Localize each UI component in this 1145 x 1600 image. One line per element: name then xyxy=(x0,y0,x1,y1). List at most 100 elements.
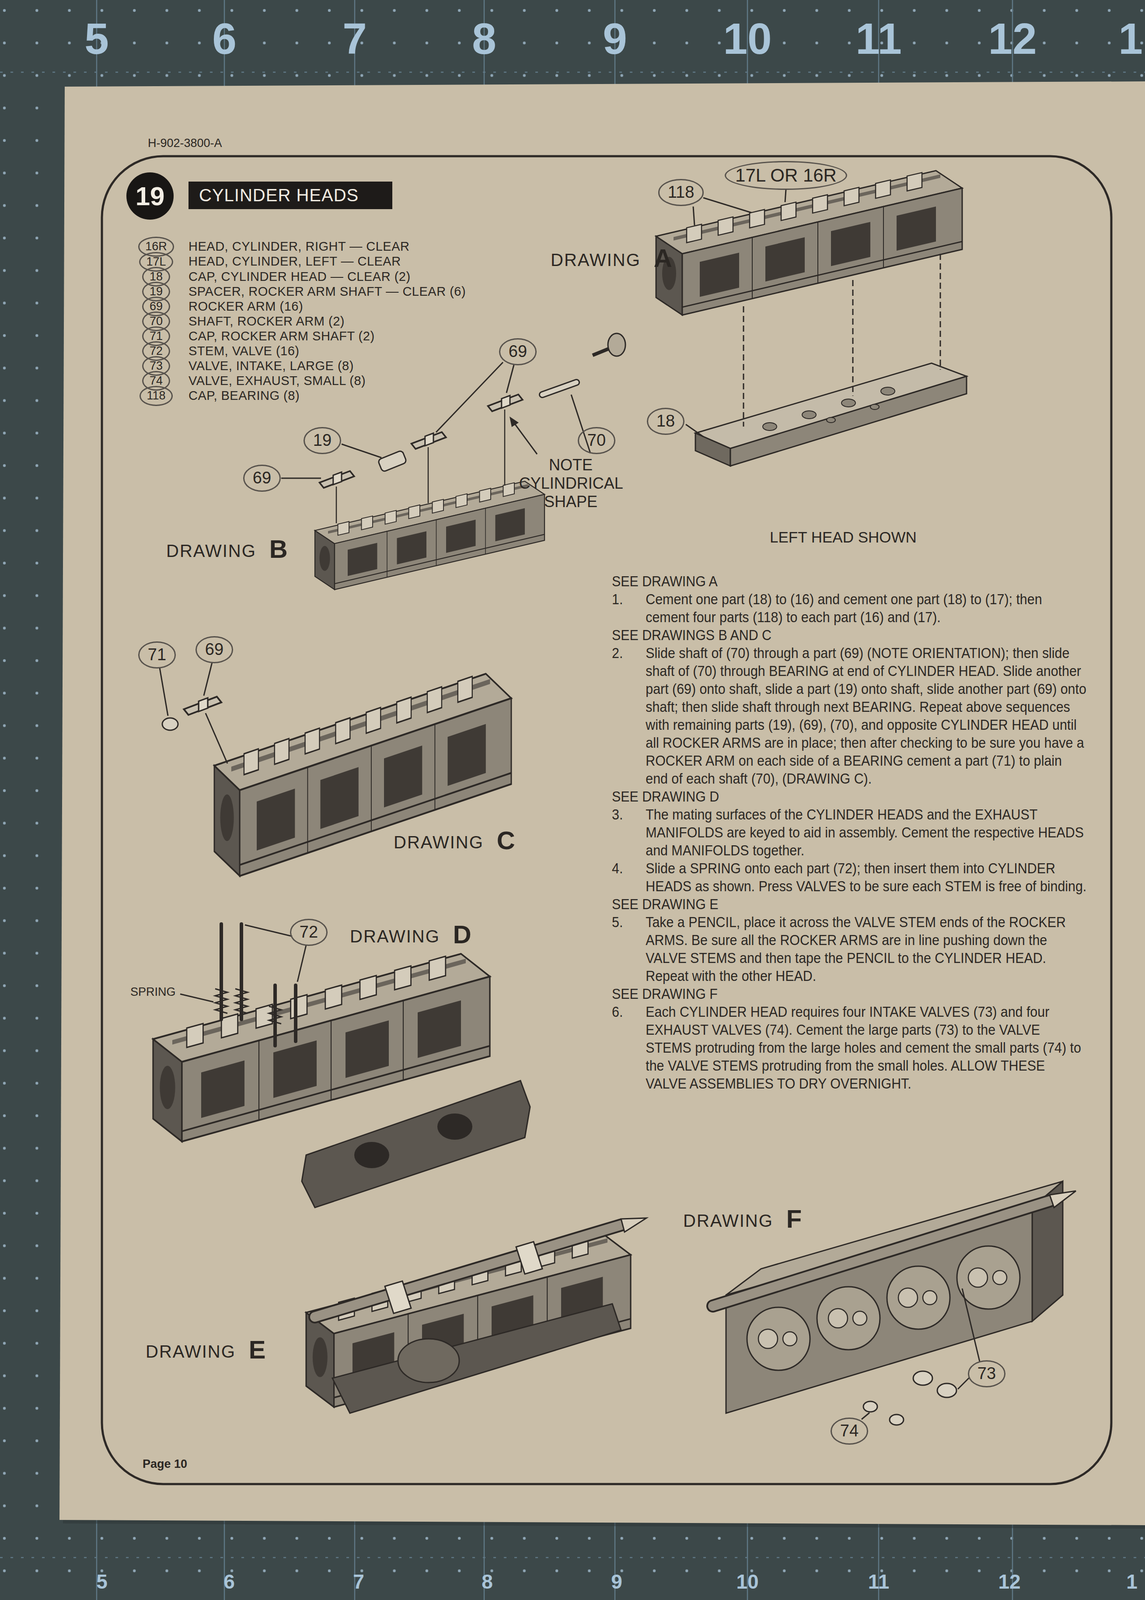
view-note: LEFT HEAD SHOWN xyxy=(769,528,917,546)
instruction-text: Each CYLINDER HEAD requires four INTAKE … xyxy=(645,1003,1082,1092)
title-text: CYLINDER HEADS xyxy=(198,185,359,206)
document-code: H-902-3800-A xyxy=(147,136,223,151)
part-name: SPACER, ROCKER ARM SHAFT — CLEAR (6) xyxy=(188,284,466,299)
callout-circle: 69 xyxy=(142,296,170,317)
callout-circle: 69 xyxy=(499,338,537,365)
ruler-number: 9 xyxy=(602,13,628,64)
ruler-number: 8 xyxy=(481,1569,493,1593)
instruction-step: 2. Slide shaft of (70) through a part (69… xyxy=(611,643,1087,788)
step-number: 5. xyxy=(611,912,623,931)
ruler-number: 9 xyxy=(610,1569,623,1593)
ruler-number: 1 xyxy=(1126,1569,1138,1593)
callout-circle: 16R xyxy=(138,236,175,257)
callout-number: 70 xyxy=(587,430,606,451)
callout-number: 69 xyxy=(508,342,528,362)
ruler-number: 7 xyxy=(342,13,367,64)
step-number: 2. xyxy=(611,643,623,662)
instruction-text: Slide a SPRING onto each part (72); then… xyxy=(645,859,1087,894)
part-name: VALVE, INTAKE, LARGE (8) xyxy=(188,358,354,374)
step-number: 3. xyxy=(611,805,623,824)
step-number: 6. xyxy=(611,1002,623,1021)
drawing-label: DRAWING xyxy=(145,1340,236,1362)
callout-circle: 74 xyxy=(142,370,170,391)
part-name: SHAFT, ROCKER ARM (2) xyxy=(188,314,345,329)
drawing-label: DRAWING xyxy=(393,831,484,852)
ruler-number: 7 xyxy=(352,1569,365,1593)
step-number: 4. xyxy=(611,858,623,877)
ruler-number: 8 xyxy=(471,13,497,64)
instruction-heading: SEE DRAWING A xyxy=(611,572,1087,590)
callout-circle: 73 xyxy=(142,356,170,376)
instruction-heading: SEE DRAWING F xyxy=(611,984,1087,1003)
part-label: SPRING xyxy=(130,984,176,999)
ruler-number: 10 xyxy=(722,13,772,64)
instruction-text: Slide shaft of (70) through a part (69) … xyxy=(645,644,1087,787)
part-name: CAP, ROCKER ARM SHAFT (2) xyxy=(188,328,375,344)
callout-circle: 74 xyxy=(830,1417,869,1444)
step-number: 19 xyxy=(135,181,165,212)
instruction-text: Cement one part (18) to (16) and cement … xyxy=(645,590,1042,625)
callout-circle: 70 xyxy=(142,311,170,332)
step-circle: 19 xyxy=(126,172,174,220)
instruction-text: Take a PENCIL, place it across the VALVE… xyxy=(645,913,1066,984)
instruction-step: 6. Each CYLINDER HEAD requires four INTAK… xyxy=(611,1002,1087,1093)
part-name: HEAD, CYLINDER, RIGHT — CLEAR xyxy=(188,239,410,254)
drawing-letter: A xyxy=(653,243,673,273)
callout-circle: 69 xyxy=(243,464,281,492)
part-name: CAP, CYLINDER HEAD — CLEAR (2) xyxy=(188,269,411,284)
instruction-heading: SEE DRAWING D xyxy=(611,787,1087,806)
drawing-label: DRAWING xyxy=(683,1210,774,1231)
note-text: NOTE CYLINDRICAL SHAPE xyxy=(519,455,623,511)
callout-circle: 17L xyxy=(139,251,174,272)
callout-number: 69 xyxy=(252,468,272,488)
callout-circle: 70 xyxy=(577,426,616,454)
callout-circle: 118 xyxy=(139,385,173,406)
ruler-number: 6 xyxy=(223,1569,235,1593)
instructions: SEE DRAWING A1. Cement one part (18) to (… xyxy=(611,572,1087,1093)
callout-number: 74 xyxy=(840,1420,859,1441)
page-number: Page 10 xyxy=(142,1456,188,1471)
step-number: 1. xyxy=(611,589,623,608)
callout-circle: 69 xyxy=(195,635,234,663)
callout-number: 18 xyxy=(656,411,675,431)
drawing-c xyxy=(159,662,512,876)
callout-number: 73 xyxy=(977,1363,996,1383)
callout-circle: 19 xyxy=(142,281,170,302)
callout-number: 69 xyxy=(205,639,224,660)
drawing-label: DRAWING xyxy=(550,249,641,270)
callout-number: 118 xyxy=(146,388,166,403)
drawing-e xyxy=(306,1217,647,1413)
part-name: STEM, VALVE (16) xyxy=(188,343,300,359)
callout-circle: 73 xyxy=(967,1359,1006,1387)
callout-number: 16R xyxy=(145,239,168,254)
drawing-letter: D xyxy=(453,919,472,950)
ruler-number: 11 xyxy=(855,13,902,64)
drawing-a xyxy=(656,168,967,466)
callout-number: 19 xyxy=(313,430,332,451)
part-name: CAP, BEARING (8) xyxy=(188,388,300,403)
ruler-number: 6 xyxy=(212,13,237,64)
instruction-step: 3. The mating surfaces of the CYLINDER HE… xyxy=(611,805,1087,859)
callout-circle: 118 xyxy=(658,178,705,206)
instruction-step: 4. Slide a SPRING onto each part (72); th… xyxy=(611,858,1087,895)
callout-number: 118 xyxy=(667,182,695,203)
instruction-step: 1. Cement one part (18) to (16) and cemen… xyxy=(611,589,1087,626)
ruler-number: 10 xyxy=(736,1569,759,1593)
instruction-text: The mating surfaces of the CYLINDER HEAD… xyxy=(645,806,1084,859)
instruction-heading: SEE DRAWING E xyxy=(611,894,1087,913)
drawing-d xyxy=(153,923,531,1208)
callout-number: 71 xyxy=(147,645,167,665)
drawing-letter: B xyxy=(269,534,288,564)
callout-number: 72 xyxy=(299,922,318,942)
callout-circle: 18 xyxy=(142,266,170,287)
callout-circle: 18 xyxy=(646,407,685,435)
ruler-number: 1 xyxy=(1118,13,1143,64)
callout-circle: 17L OR 16R xyxy=(724,160,848,191)
callout-circle: 72 xyxy=(289,918,328,946)
callout-circle: 19 xyxy=(303,426,342,454)
title-band: CYLINDER HEADS xyxy=(188,181,393,210)
drawing-letter: C xyxy=(496,825,516,856)
instruction-heading: SEE DRAWINGS B AND C xyxy=(611,625,1087,644)
ruler-number: 12 xyxy=(998,1569,1021,1593)
